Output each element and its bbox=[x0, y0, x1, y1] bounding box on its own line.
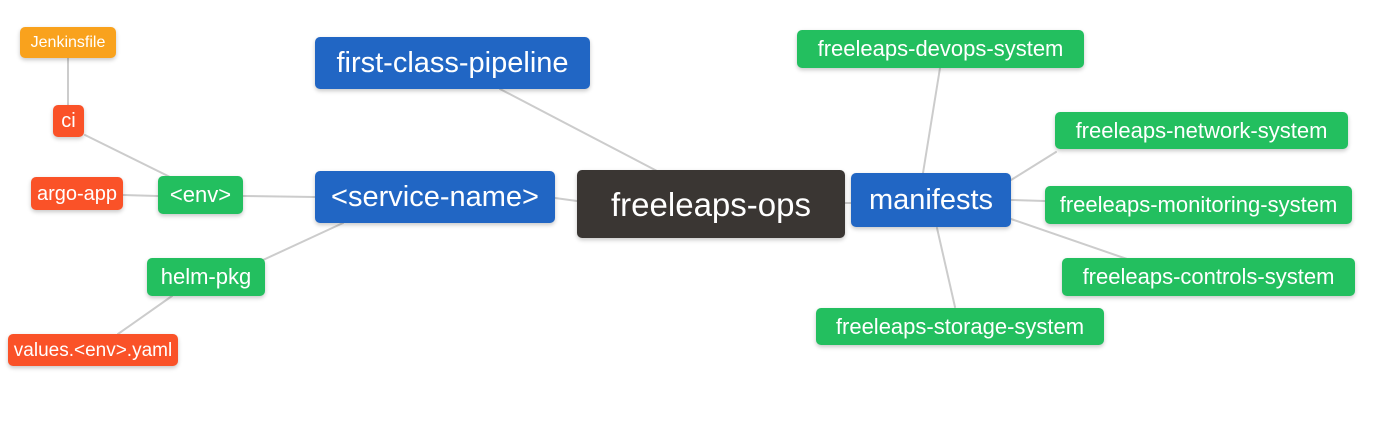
edge-manifests-to-freeleaps-monitoring-system bbox=[1010, 199, 1046, 202]
edge-helm-pkg-to-values-env-yaml bbox=[117, 295, 173, 335]
edge-service-name-to-freeleaps-ops bbox=[554, 197, 578, 202]
node-service-name[interactable]: <service-name> bbox=[315, 171, 555, 223]
edge-argo-app-to-env bbox=[122, 194, 159, 197]
node-freeleaps-controls-system[interactable]: freeleaps-controls-system bbox=[1062, 258, 1355, 296]
node-freeleaps-storage-system[interactable]: freeleaps-storage-system bbox=[816, 308, 1104, 345]
edge-manifests-to-freeleaps-devops-system bbox=[922, 67, 941, 174]
node-freeleaps-devops-system[interactable]: freeleaps-devops-system bbox=[797, 30, 1084, 68]
edge-manifests-to-freeleaps-storage-system bbox=[936, 227, 956, 308]
node-ci[interactable]: ci bbox=[53, 105, 84, 137]
edge-first-class-pipeline-to-freeleaps-ops bbox=[499, 88, 658, 172]
edge-manifests-to-freeleaps-controls-system bbox=[1010, 218, 1128, 260]
node-helm-pkg[interactable]: helm-pkg bbox=[147, 258, 265, 296]
node-freeleaps-network-system[interactable]: freeleaps-network-system bbox=[1055, 112, 1348, 149]
node-freeleaps-monitoring-system[interactable]: freeleaps-monitoring-system bbox=[1045, 186, 1352, 224]
edge-ci-to-env bbox=[84, 134, 171, 178]
edge-env-to-service-name bbox=[242, 195, 316, 198]
node-freeleaps-ops[interactable]: freeleaps-ops bbox=[577, 170, 845, 238]
node-argo-app[interactable]: argo-app bbox=[31, 177, 123, 210]
node-manifests[interactable]: manifests bbox=[851, 173, 1011, 227]
node-first-class-pipeline[interactable]: first-class-pipeline bbox=[315, 37, 590, 89]
edge-manifests-to-freeleaps-network-system bbox=[1010, 151, 1057, 181]
node-values-env-yaml[interactable]: values.<env>.yaml bbox=[8, 334, 178, 366]
node-jenkinsfile[interactable]: Jenkinsfile bbox=[20, 27, 116, 58]
edge-service-name-to-helm-pkg bbox=[262, 222, 344, 261]
node-env[interactable]: <env> bbox=[158, 176, 243, 214]
